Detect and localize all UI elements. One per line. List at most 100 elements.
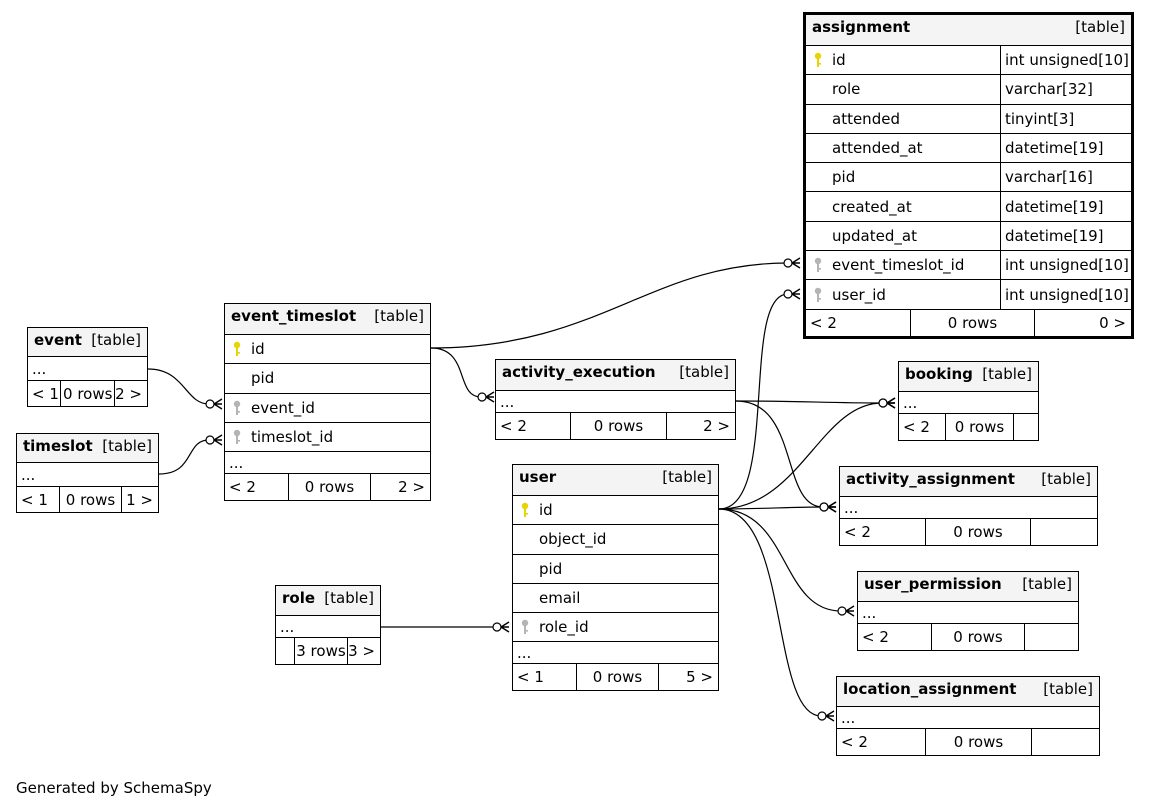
foreign-key-icon — [233, 400, 241, 415]
edge-user-to-location-assignment — [718, 508, 822, 717]
column-name-text: timeslot_id — [251, 428, 334, 447]
child-count — [1024, 624, 1078, 650]
primary-key-icon — [521, 502, 529, 518]
table-kind-label: [table] — [324, 589, 374, 607]
column-name-text: updated_at — [832, 226, 917, 245]
column-row[interactable]: id — [225, 335, 430, 365]
edge-activity-execution-to-activity-assignment — [735, 400, 824, 508]
column-name-text: id — [832, 51, 846, 70]
column-row[interactable]: event_id — [225, 394, 430, 423]
more-columns-ellipsis: ... — [837, 707, 1099, 729]
column-name: user_id — [806, 280, 1000, 308]
table-kind-label: [table] — [982, 365, 1032, 383]
column-name-text: created_at — [832, 197, 912, 216]
edge-event-to-event-timeslot-crowfoot — [205, 398, 223, 410]
column-row[interactable]: pid — [225, 364, 430, 394]
column-name: id — [513, 496, 718, 524]
column-row[interactable]: role_id — [513, 613, 718, 643]
more-columns-ellipsis: ... — [496, 391, 735, 413]
column-name: attended_at — [806, 134, 1000, 162]
table-header: activity_execution[table] — [496, 360, 735, 391]
primary-key-icon — [233, 341, 241, 357]
edge-user-to-assignment-crowfoot — [783, 288, 801, 300]
parent-count: < 2 — [862, 628, 889, 646]
edge-timeslot-to-event-timeslot-crowfoot — [205, 434, 223, 446]
column-row[interactable]: timeslot_id — [225, 423, 430, 453]
edge-timeslot-to-event-timeslot — [158, 439, 210, 475]
table-kind-label: [table] — [374, 307, 424, 325]
column-name-text: event_id — [251, 398, 315, 417]
table-name: booking — [905, 365, 973, 383]
column-name-text: attended_at — [832, 139, 923, 158]
edge-user-to-assignment — [718, 293, 789, 510]
row-count: 0 rows — [945, 414, 1013, 440]
column-row[interactable]: pid — [513, 555, 718, 584]
edge-event-timeslot-to-activity-execution-crowfoot — [477, 391, 495, 403]
generated-by-caption: Generated by SchemaSpy — [16, 779, 212, 797]
edge-user-to-user-permission-crowfoot — [837, 605, 855, 617]
table-name: location_assignment — [843, 680, 1017, 698]
foreign-key-icon — [521, 620, 529, 635]
table-header: user_permission[table] — [858, 572, 1078, 602]
table-name: role — [282, 589, 316, 607]
child-count: 3 > — [347, 638, 380, 664]
column-row[interactable]: attended_at datetime[19] — [806, 133, 1131, 164]
column-name-text: event_timeslot_id — [832, 256, 965, 275]
parent-count: < 2 — [844, 523, 871, 541]
child-count: 1 > — [121, 487, 158, 512]
more-columns-ellipsis: ... — [840, 497, 1097, 519]
table-header: assignment[table] — [806, 15, 1131, 46]
column-type: datetime[19] — [1000, 221, 1131, 251]
table-header: location_assignment [table] — [837, 677, 1099, 707]
edge-event-timeslot-to-activity-execution — [430, 347, 482, 398]
edge-user-to-booking — [718, 402, 883, 510]
parent-count: < 2 — [229, 478, 256, 497]
column-type: datetime[19] — [1000, 133, 1131, 163]
primary-key-icon — [814, 52, 822, 68]
table-header: user[table] — [513, 465, 718, 496]
edge-event-timeslot-to-assignment-crowfoot — [783, 257, 801, 269]
column-row[interactable]: id — [513, 496, 718, 526]
child-count — [1031, 729, 1099, 755]
row-count: 3 rows — [293, 638, 347, 664]
table-header: role [table] — [276, 586, 380, 616]
column-type: varchar[16] — [1000, 163, 1131, 192]
edge-user-to-activity-assignment — [718, 506, 825, 510]
table-kind-label: [table] — [1043, 680, 1093, 698]
column-name-text: role_id — [539, 618, 589, 637]
edge-user-to-user-permission — [718, 508, 842, 612]
column-row[interactable]: email — [513, 584, 718, 614]
column-row[interactable]: object_id — [513, 525, 718, 555]
column-row[interactable]: updated_at datetime[19] — [806, 221, 1131, 252]
child-count — [1030, 519, 1097, 545]
column-name: email — [513, 584, 718, 612]
table-name: user — [519, 468, 557, 486]
column-name-text: email — [539, 589, 581, 608]
column-type: varchar[32] — [1000, 75, 1131, 104]
table-kind-label: [table] — [102, 437, 152, 455]
